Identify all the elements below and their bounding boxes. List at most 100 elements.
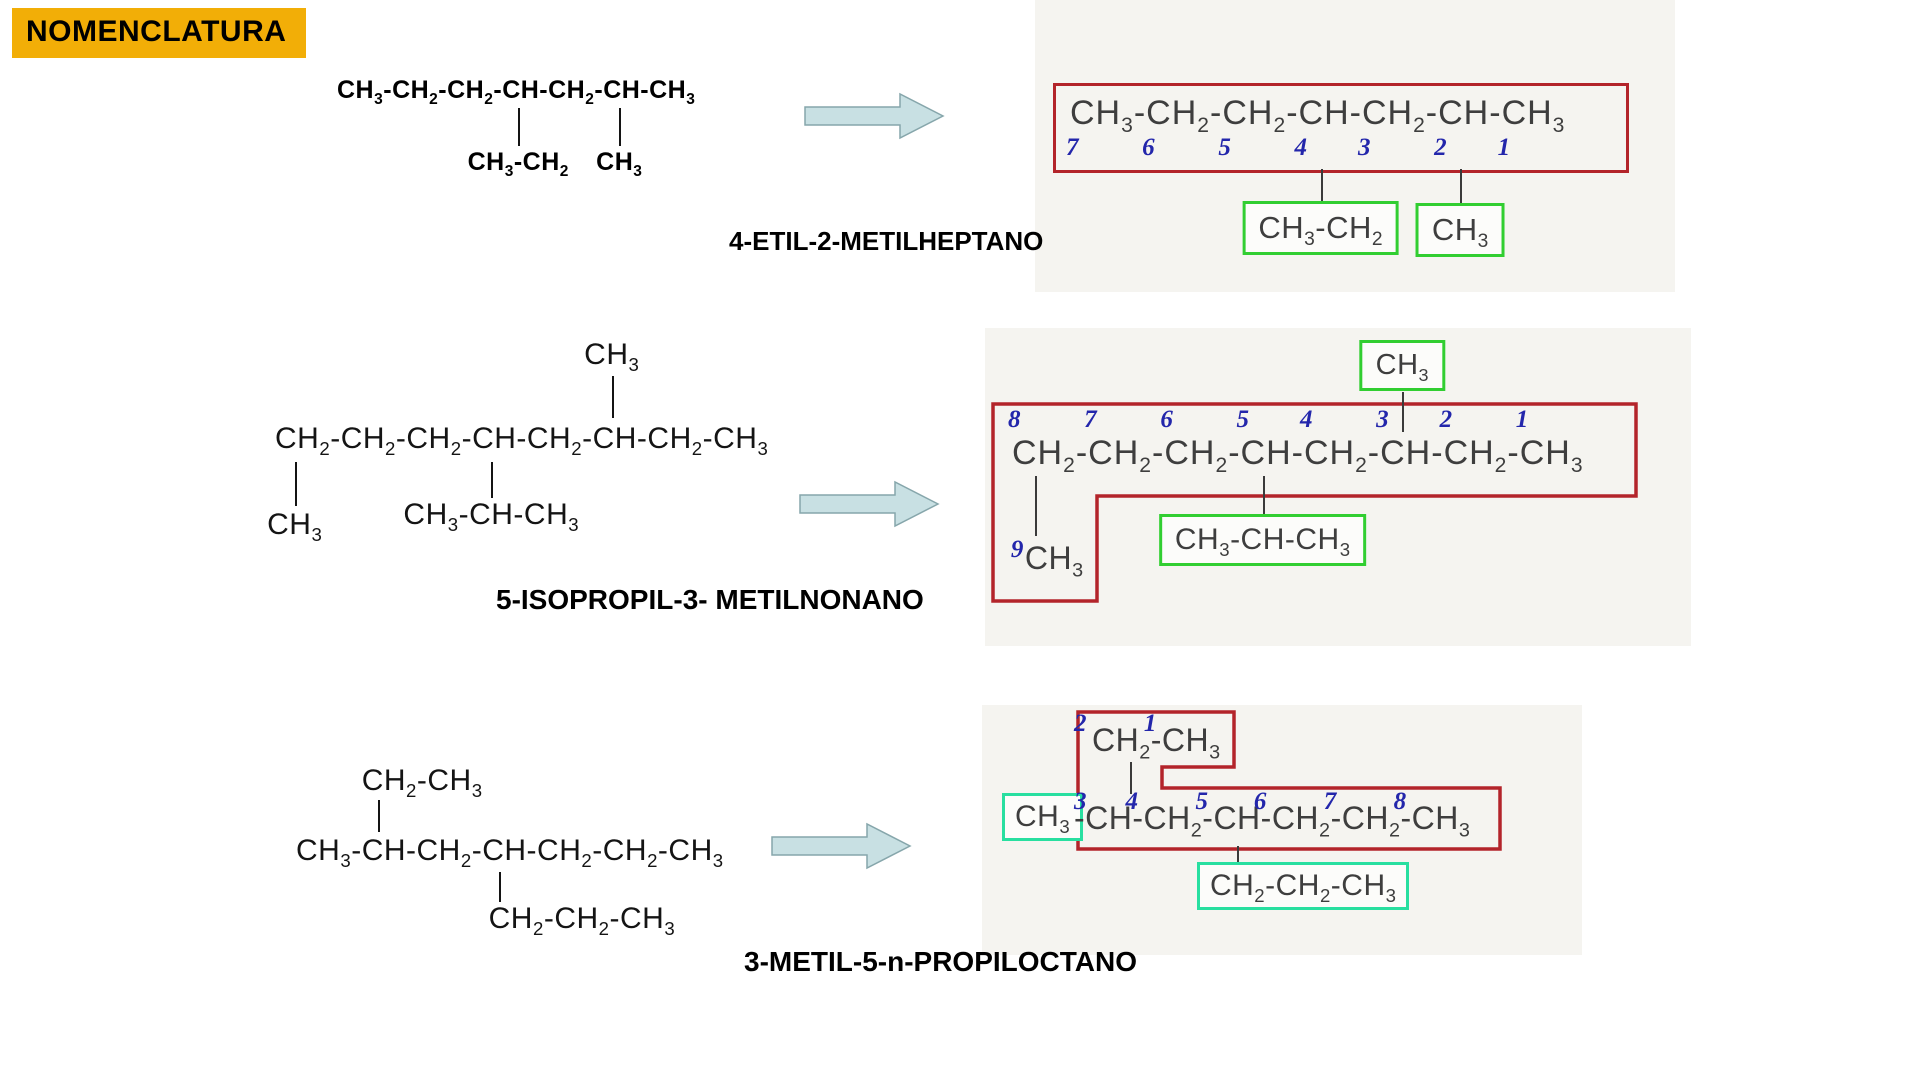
chain-group: CH2- bbox=[406, 422, 473, 459]
bond-line bbox=[378, 800, 381, 832]
chain-group: CH2- bbox=[537, 834, 603, 871]
page-title: NOMENCLATURA bbox=[12, 8, 307, 58]
chain-group: CH2- bbox=[447, 76, 503, 108]
carbon-number: 2 bbox=[1434, 134, 1447, 161]
carbon-number: 4 bbox=[1125, 788, 1139, 815]
bond-line bbox=[1034, 476, 1037, 536]
chain-group: CH3 bbox=[649, 76, 696, 108]
chain-group: CH2- bbox=[275, 422, 341, 459]
chain-group: CH- bbox=[592, 422, 648, 455]
example1-methyl-branch: CH3 bbox=[596, 148, 643, 180]
methyl-formula: CH3 bbox=[1431, 212, 1489, 253]
example1-methyl-substituent-box: CH3 bbox=[1415, 203, 1505, 257]
example2-isopropyl-substituent-box: CH3-CH-CH3 bbox=[1158, 514, 1367, 566]
example1-left-main-chain: CH3-CH2-CH2-CH-CH2-CH-CH3 bbox=[337, 76, 696, 108]
carbon-number: 7 bbox=[1084, 406, 1097, 433]
example3-top-ethyl: CH2-CH3 bbox=[361, 764, 483, 801]
example3-propyl-branch: CH2-CH2-CH3 bbox=[488, 902, 676, 939]
bond-line bbox=[1236, 846, 1239, 866]
carbon-number: 2 bbox=[1439, 406, 1453, 433]
propyl-formula: CH2-CH2-CH3 bbox=[1209, 869, 1397, 906]
bond-line bbox=[1402, 392, 1405, 432]
bond-line bbox=[1262, 476, 1265, 516]
c9-methyl-formula: CH3 bbox=[1024, 540, 1084, 582]
arrow-right-icon bbox=[804, 92, 945, 140]
example2-top-methyl: CH3 bbox=[584, 338, 640, 375]
carbon-number: 3 bbox=[1376, 406, 1389, 433]
carbon-number: 6 bbox=[1160, 406, 1173, 433]
chain-group: 3-CH- bbox=[1074, 788, 1144, 836]
bond-line bbox=[1130, 762, 1133, 794]
bond-line bbox=[294, 462, 297, 506]
chain-group: CH- bbox=[502, 76, 549, 104]
carbon-number: 5 bbox=[1218, 134, 1231, 161]
ethyl-formula: CH3-CH2 bbox=[1258, 210, 1384, 251]
chain-group: CH2- bbox=[647, 422, 714, 459]
chain-group: CH3 bbox=[668, 834, 724, 871]
example2-right-panel bbox=[985, 328, 1691, 646]
example3-caption: 3-METIL-5-n-PROPILOCTANO bbox=[744, 946, 1138, 977]
bond-line bbox=[1320, 169, 1323, 203]
carbon-number: 8 bbox=[1008, 406, 1021, 433]
carbon-number: 2 bbox=[1074, 710, 1087, 737]
chain-group: CH3- bbox=[296, 834, 362, 871]
example2-left-main-chain: CH2-CH2-CH2-CH-CH2-CH-CH2-CH3 bbox=[275, 422, 769, 459]
bond-line bbox=[518, 108, 521, 146]
example3-propyl-substituent-box: CH2-CH2-CH3 bbox=[1196, 862, 1410, 910]
example1-caption: 4-ETIL-2-METILHEPTANO bbox=[729, 226, 1044, 256]
carbon-number: 9 bbox=[1010, 536, 1024, 563]
chain-group: CH3 bbox=[713, 422, 769, 459]
bond-line bbox=[498, 872, 501, 902]
chain-group: CH2- bbox=[340, 422, 407, 459]
carbon-number: 4 bbox=[1294, 134, 1308, 161]
example3-main-chain-outline bbox=[1076, 710, 1502, 851]
example2-carbon9-group: 9CH3 bbox=[1010, 536, 1084, 582]
example1-ethyl-substituent-box: CH3-CH2 bbox=[1242, 201, 1400, 255]
chain-group: CH2- bbox=[416, 834, 483, 871]
example2-isopropyl-branch: CH3-CH-CH3 bbox=[403, 498, 580, 535]
bond-line bbox=[611, 376, 614, 418]
chain-group: CH2- bbox=[602, 834, 669, 871]
chain-group: CH2- bbox=[526, 422, 593, 459]
example2-bottom-methyl: CH3 bbox=[267, 508, 323, 545]
chain-group: CH3- bbox=[337, 76, 393, 108]
carbon-number: 8 bbox=[1393, 788, 1407, 815]
carbon-number: 7 bbox=[1066, 134, 1079, 161]
chain-group: CH2- bbox=[548, 76, 604, 108]
methyl-formula: CH3 bbox=[1015, 800, 1071, 837]
carbon-number: 3 bbox=[1357, 134, 1371, 161]
methyl-formula: CH3 bbox=[1375, 349, 1430, 385]
carbon-number: 4 bbox=[1299, 406, 1313, 433]
carbon-number: 3 bbox=[1074, 788, 1087, 815]
example3-methyl-substituent-box: CH3 bbox=[1002, 793, 1084, 841]
carbon-number: 1 bbox=[1515, 406, 1529, 433]
bond-line bbox=[1460, 169, 1463, 203]
isopropyl-formula: CH3-CH-CH3 bbox=[1174, 523, 1351, 560]
chain-group: CH- bbox=[361, 834, 417, 867]
carbon-number: 6 bbox=[1253, 788, 1267, 815]
chain-group: CH- bbox=[482, 834, 538, 867]
carbon-number: 1 bbox=[1497, 134, 1511, 161]
